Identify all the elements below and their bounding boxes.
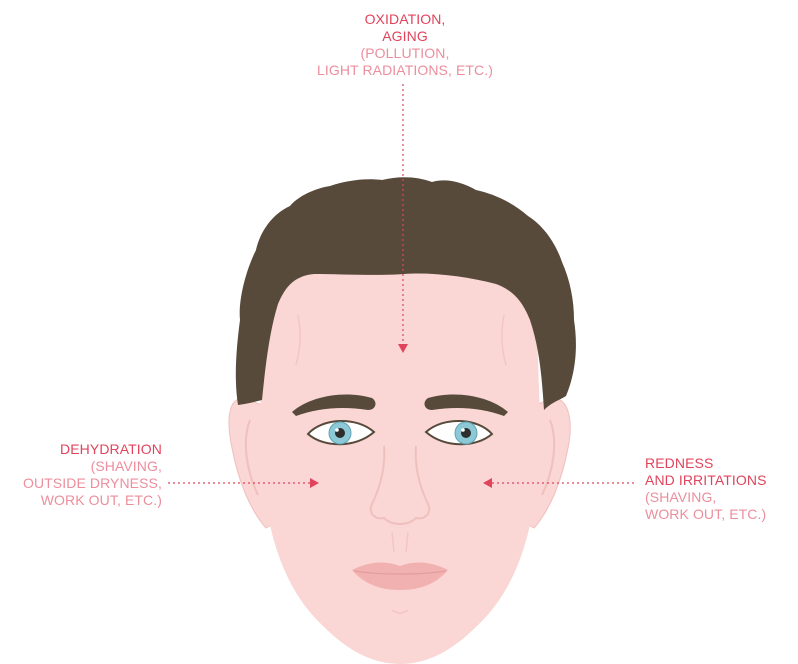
face — [260, 238, 540, 664]
annotation-title-line: AGING — [300, 28, 510, 45]
annotation-oxidation: OXIDATION, AGING (POLLUTION, LIGHT RADIA… — [300, 11, 510, 79]
annotation-detail-line: (POLLUTION, — [300, 45, 510, 62]
annotation-title-line: REDNESS — [645, 455, 795, 472]
annotation-detail-line: OUTSIDE DRYNESS, — [6, 475, 162, 492]
annotation-title-line: AND IRRITATIONS — [645, 472, 795, 489]
annotation-title-line: OXIDATION, — [300, 11, 510, 28]
annotation-detail-line: WORK OUT, ETC.) — [645, 506, 795, 523]
annotation-title-line: DEHYDRATION — [6, 441, 162, 458]
annotation-dehydration: DEHYDRATION (SHAVING, OUTSIDE DRYNESS, W… — [6, 441, 162, 509]
annotation-detail-line: WORK OUT, ETC.) — [6, 492, 162, 509]
annotation-detail-line: (SHAVING, — [645, 489, 795, 506]
annotation-detail-line: (SHAVING, — [6, 458, 162, 475]
annotation-detail-line: LIGHT RADIATIONS, ETC.) — [300, 62, 510, 79]
annotation-redness: REDNESS AND IRRITATIONS (SHAVING, WORK O… — [645, 455, 795, 523]
